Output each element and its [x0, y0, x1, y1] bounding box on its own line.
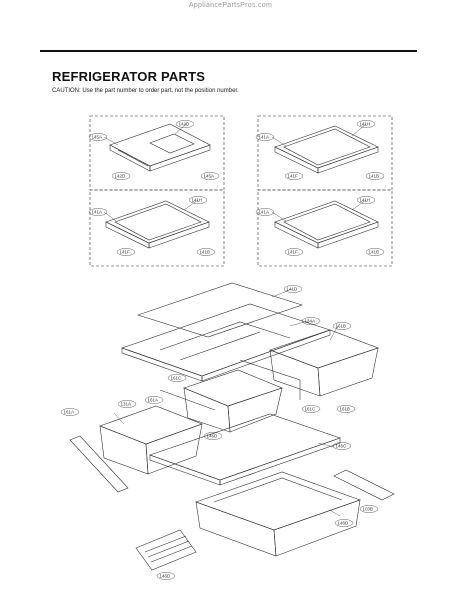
callout-lower-h: 161A	[64, 410, 75, 415]
caution-note: CAUTION: Use the part number to order pa…	[52, 88, 239, 94]
right-crisper-drawer	[269, 329, 379, 397]
callout-lower-b: 134A	[305, 319, 316, 324]
callout-p1-top: 142D	[179, 122, 191, 127]
callout-p1-b1: 142D	[115, 174, 127, 179]
shelf-drawing-4	[274, 200, 379, 249]
callout-lower-e: 161C	[305, 407, 317, 412]
callout-lower-j: 161A	[148, 398, 159, 403]
callout-p3-b2: 141B	[200, 250, 211, 255]
callout-p4-top: 141H	[360, 198, 371, 203]
callout-p4-b2: 141B	[369, 250, 380, 255]
callout-p3-left: 141A	[92, 210, 103, 215]
callout-lower-f: 161B	[340, 407, 351, 412]
right-side-rail	[333, 469, 395, 501]
panel-frame-3	[89, 189, 225, 267]
header-rule	[40, 50, 417, 52]
callout-lower-d: 161C	[171, 376, 183, 381]
leader-lines	[103, 123, 367, 517]
callout-p3-b1: 141F	[120, 250, 131, 255]
callout-lower-k: 146D	[338, 521, 350, 526]
bottom-pan	[195, 471, 361, 557]
callout-lower-l: 103B	[363, 507, 374, 512]
lower-assembly-drawing	[69, 282, 395, 571]
callout-lower-c: 161B	[336, 324, 347, 329]
left-crisper-drawer	[99, 405, 203, 475]
crisper-cover-frame	[121, 303, 331, 377]
callout-lower-i: 146C	[336, 444, 348, 449]
glass-sheet-shape	[137, 282, 303, 338]
callout-lower-m: 146D	[160, 574, 172, 579]
panel-frame-1	[89, 115, 225, 191]
callout-lower-g: 131A	[121, 402, 132, 407]
shelf-drawing-2	[274, 125, 379, 174]
callout-p2-left: 141A	[259, 135, 270, 140]
shelf-drawing-1	[109, 123, 211, 172]
callout-lower-a: 141D	[287, 287, 299, 292]
panel-frame-2	[257, 115, 393, 191]
callout-labels: 145A 142D 142D 145A 141A 141H 141F 141B …	[60, 120, 385, 580]
callout-p3-top: 141H	[192, 198, 203, 203]
panel-frames	[89, 115, 393, 267]
watermark-text: AppliancePartsPros.com	[188, 2, 273, 9]
middle-crisper-drawer	[183, 369, 283, 433]
callout-p2-b2: 141B	[369, 174, 380, 179]
shelf-drawing-3	[105, 200, 210, 249]
callout-lower-n: 146D	[207, 434, 219, 439]
front-grille	[135, 529, 197, 571]
callout-p2-b1: 141F	[288, 174, 299, 179]
callout-p4-left: 141A	[259, 210, 270, 215]
callout-p2-top: 141H	[360, 122, 371, 127]
callout-p1-left: 145A	[92, 135, 103, 140]
callout-p4-b1: 141F	[288, 250, 299, 255]
callout-p1-b2: 145A	[204, 174, 215, 179]
page-title: REFRIGERATOR PARTS	[52, 69, 206, 84]
left-side-rail	[69, 435, 129, 493]
panel-frame-4	[257, 189, 393, 267]
